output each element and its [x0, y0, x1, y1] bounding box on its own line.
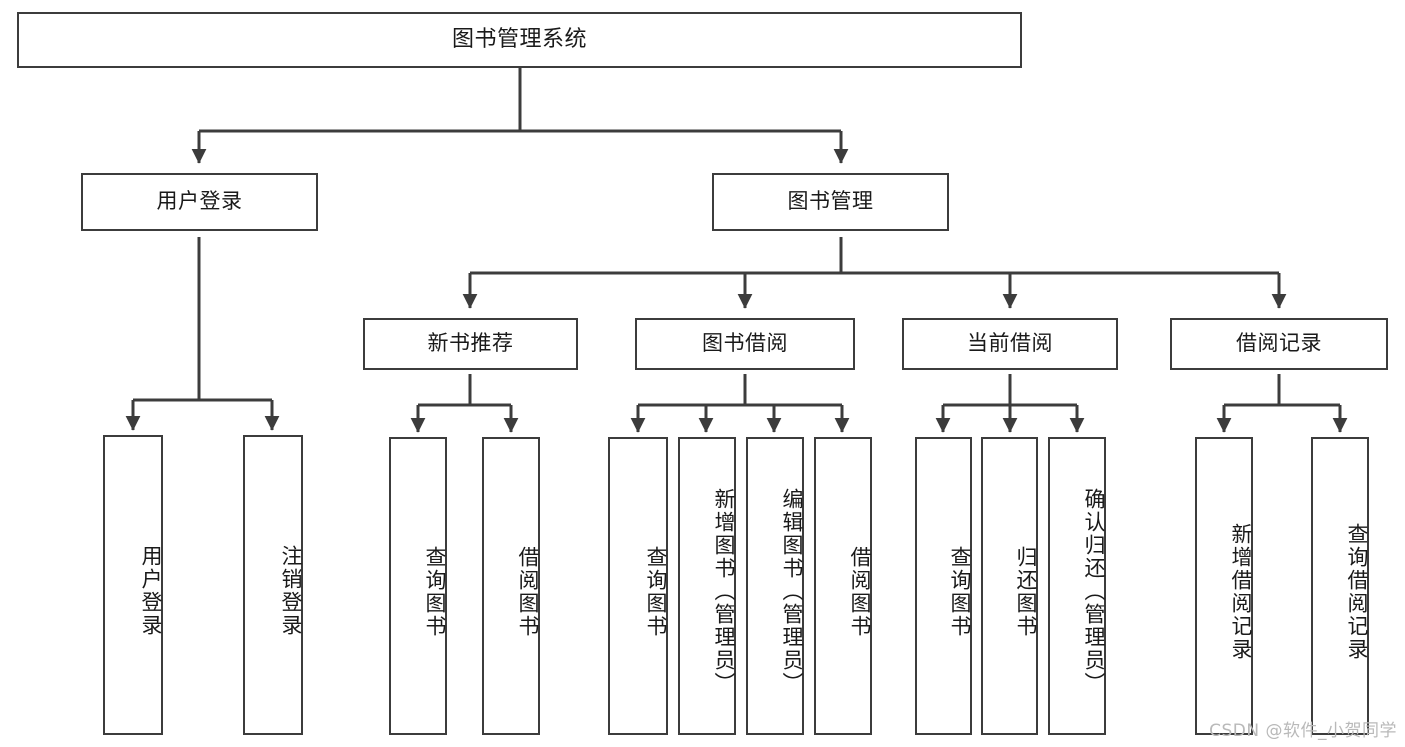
node-leaf-confirm-return-label: 确认归还（管理员）: [1082, 487, 1106, 695]
node-leaf-add-book-label: 新增图书（管理员）: [712, 487, 736, 695]
node-book-manage[interactable]: 图书管理: [712, 173, 949, 231]
node-leaf-return-book[interactable]: 归还图书: [981, 437, 1038, 735]
node-leaf-logout[interactable]: 注销登录: [243, 435, 303, 735]
node-leaf-add-book[interactable]: 新增图书（管理员）: [678, 437, 736, 735]
node-leaf-user-login-label: 用户登录: [139, 545, 163, 637]
node-leaf-borrow-book-2[interactable]: 借阅图书: [814, 437, 872, 735]
node-leaf-borrow-book-2-label: 借阅图书: [848, 546, 872, 638]
node-leaf-add-record-label: 新增借阅记录: [1229, 523, 1253, 661]
node-borrow-record[interactable]: 借阅记录: [1170, 318, 1388, 370]
node-leaf-query-book-1[interactable]: 查询图书: [389, 437, 447, 735]
node-leaf-query-book-3-label: 查询图书: [948, 546, 972, 638]
node-root[interactable]: 图书管理系统: [17, 12, 1022, 68]
node-book-borrow[interactable]: 图书借阅: [635, 318, 855, 370]
node-root-label: 图书管理系统: [451, 26, 587, 52]
node-leaf-query-book-2[interactable]: 查询图书: [608, 437, 668, 735]
node-leaf-edit-book[interactable]: 编辑图书（管理员）: [746, 437, 804, 735]
node-leaf-query-book-2-label: 查询图书: [644, 546, 668, 638]
node-book-borrow-label: 图书借阅: [702, 331, 788, 356]
node-leaf-add-record[interactable]: 新增借阅记录: [1195, 437, 1253, 735]
node-leaf-borrow-book-1-label: 借阅图书: [516, 546, 540, 638]
node-leaf-return-book-label: 归还图书: [1014, 546, 1038, 638]
node-leaf-query-book-3[interactable]: 查询图书: [915, 437, 972, 735]
node-current-borrow[interactable]: 当前借阅: [902, 318, 1118, 370]
node-new-book-recommend-label: 新书推荐: [427, 331, 514, 356]
node-book-manage-label: 图书管理: [787, 189, 874, 214]
node-current-borrow-label: 当前借阅: [967, 331, 1053, 356]
node-leaf-user-login[interactable]: 用户登录: [103, 435, 163, 735]
node-leaf-query-record-label: 查询借阅记录: [1345, 523, 1369, 661]
node-leaf-logout-label: 注销登录: [279, 545, 303, 637]
node-borrow-record-label: 借阅记录: [1236, 331, 1322, 356]
node-user-login-label: 用户登录: [156, 189, 243, 214]
node-leaf-query-book-1-label: 查询图书: [423, 546, 447, 638]
node-user-login[interactable]: 用户登录: [81, 173, 318, 231]
node-new-book-recommend[interactable]: 新书推荐: [363, 318, 578, 370]
node-leaf-confirm-return[interactable]: 确认归还（管理员）: [1048, 437, 1106, 735]
watermark-text: CSDN @软件_小贺同学: [1209, 721, 1397, 741]
node-leaf-borrow-book-1[interactable]: 借阅图书: [482, 437, 540, 735]
node-leaf-edit-book-label: 编辑图书（管理员）: [780, 487, 804, 695]
node-leaf-query-record[interactable]: 查询借阅记录: [1311, 437, 1369, 735]
